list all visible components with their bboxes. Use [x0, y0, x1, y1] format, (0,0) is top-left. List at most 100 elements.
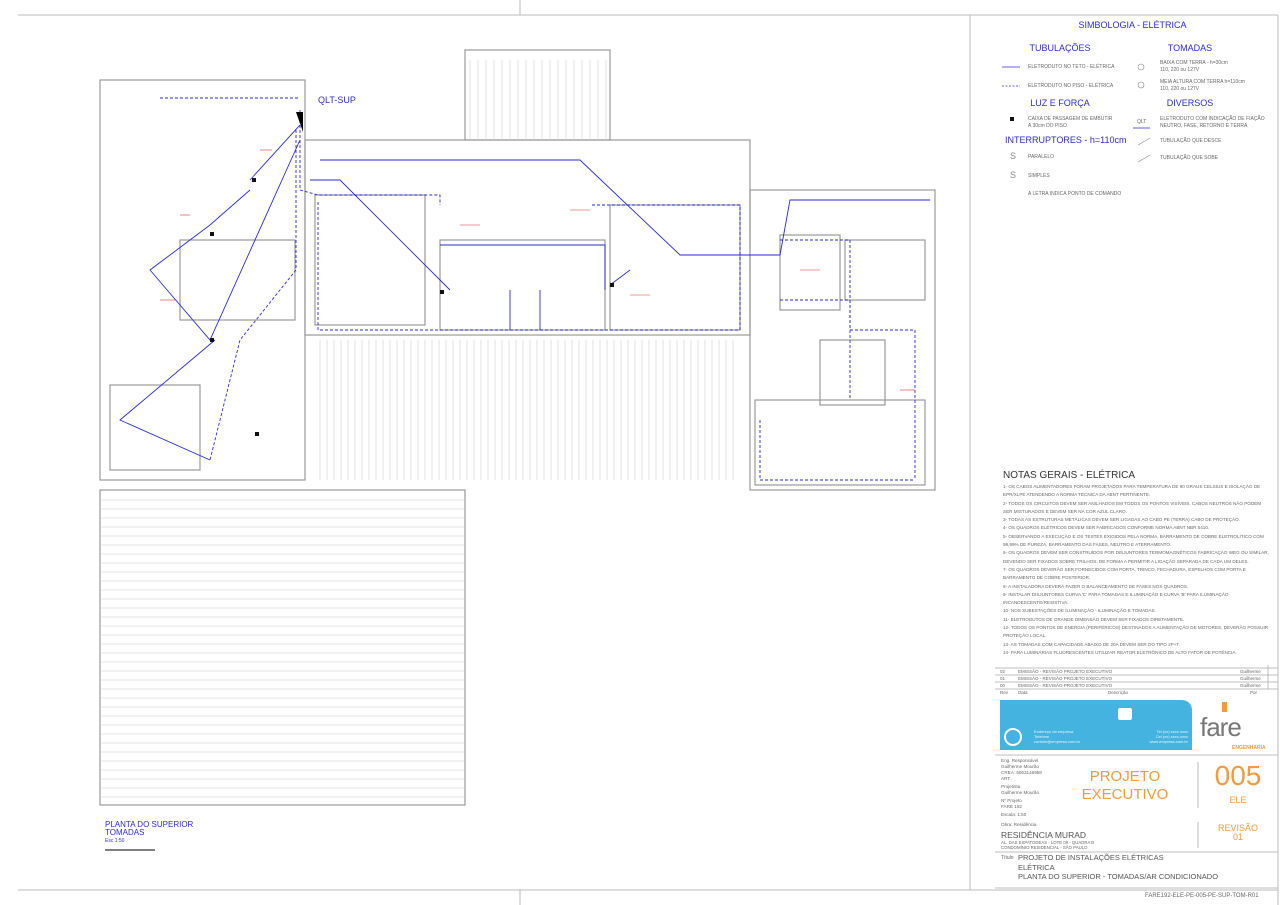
legend-text: ELETRODUTO COM INDICAÇÃO DE FIAÇÃO: [1160, 116, 1265, 122]
revision-by: Guilherme: [1240, 676, 1261, 681]
legend: SIMBOLOGIA - ELÉTRICA: [995, 20, 1270, 30]
file-code: FARE192-ELE-PE-005-PE-SUP-TOM-R01: [1145, 893, 1259, 899]
legend-eletroduto-piso: ELETRODUTO NO PISO - ELÉTRICA: [1028, 83, 1114, 89]
company-line: Telefone: [1034, 734, 1050, 739]
legend-diversos-heading: DIVERSOS: [1166, 98, 1214, 108]
fare-logo-sub: ENGENHARIA: [1232, 745, 1266, 751]
note-item: 4- OS QUADROS ELÉTRICOS DEVEM SER FABRIC…: [1003, 525, 1210, 531]
legend-title: SIMBOLOGIA - ELÉTRICA: [1078, 20, 1187, 30]
general-notes: NOTAS GERAIS - ELÉTRICA 1- OS CABOS ALIM…: [1003, 470, 1271, 657]
fare-logo: fare: [1200, 712, 1242, 742]
revision-desc: EMISSÃO - REVISÃO PROJETO EXECUTIVO: [1018, 683, 1113, 688]
phase-line: EXECUTIVO: [1081, 786, 1169, 803]
note-item: 2- TODOS OS CIRCUITOS DEVEM SER ANILHADO…: [1003, 500, 1262, 514]
legend-text: NEUTRO, FASE, RETORNO E TERRA: [1160, 123, 1248, 129]
banner-logo-icon: [1004, 728, 1022, 746]
revision-desc: EMISSÃO - REVISÃO PROJETO EXECUTIVO: [1018, 676, 1113, 681]
legend-qlt-symbol: QLT: [1137, 119, 1147, 125]
client-address: AL. DAS ESPATODEAS - LOTE 09 - QUADRA B …: [1001, 840, 1094, 850]
client-name: RESIDÊNCIA MURAD: [1001, 830, 1087, 840]
note-item: 12- TODOS OS PONTOS DE ENERGIA (PERIFÉRI…: [1003, 625, 1269, 639]
project-info: Eng. Responsável Guilherme Mourão CREA: …: [1001, 758, 1042, 828]
note-item: 11- ELETRODUTOS DE GRANDE DIMENSÃO DEVEM…: [1003, 616, 1185, 622]
legend-tubulacao-sobe: TUBULAÇÃO QUE SOBE: [1160, 155, 1219, 161]
designer-name: Guilherme Mourão: [1001, 790, 1040, 795]
revision-desc: EMISSÃO - REVISÃO PROJETO EXECUTIVO: [1018, 669, 1113, 674]
revision-header-by: Por: [1250, 690, 1258, 695]
revision-label: REVISÃO: [1217, 823, 1258, 833]
legend-eletroduto-teto: ELETRODUTO NO TETO - ELÉTRICA: [1028, 64, 1115, 70]
engineer-art: ART: [1001, 776, 1011, 781]
legend-text: 110, 220 ou 127V: [1160, 86, 1200, 92]
company-line: contato@empresa.com.br: [1034, 739, 1081, 744]
legend-text: 110, 220 ou 127V: [1160, 67, 1200, 73]
revision-header-desc: Descrição: [1108, 690, 1129, 695]
switch-simple-icon: S: [1010, 170, 1017, 180]
company-banner: Endereço da empresa Telefone contato@emp…: [1000, 700, 1192, 750]
revision-rev: 02: [1000, 669, 1006, 674]
legend-paralelo: PARALELO: [1028, 154, 1055, 160]
revision-rev: 00: [1000, 683, 1006, 688]
company-info-right: Tel (xx) xxxx-xxxx Cel (xx) xxxx-xxxx ww…: [1150, 729, 1188, 744]
plan-scale: Esc 1:50: [105, 838, 125, 844]
legend-letra: A LETRA INDICA PONTO DE COMANDO: [1028, 191, 1122, 197]
engineer-name: Guilherme Mourão: [1001, 764, 1040, 769]
revision-row: 01 EMISSÃO - REVISÃO PROJETO EXECUTIVO Gui…: [1000, 675, 1270, 682]
revision-header: Rev Data Descrição Por: [1000, 689, 1270, 696]
note-item: 1- OS CABOS ALIMENTADORES FORAM PROJETAD…: [1003, 484, 1261, 498]
address-line: CONDOMÍNIO RESIDENCIAL - SÃO PAULO: [1001, 845, 1088, 850]
legend-simples: SIMPLES: [1028, 173, 1050, 179]
revision-rev: 01: [1000, 676, 1006, 681]
title-line: PROJETO DE INSTALAÇÕES ELÉTRICAS: [1018, 853, 1164, 862]
engineer-label: Eng. Responsável: [1001, 758, 1039, 763]
drawing-title: PROJETO DE INSTALAÇÕES ELÉTRICAS ELÉTRIC…: [1018, 853, 1218, 882]
revision-by: Guilherme: [1240, 669, 1261, 674]
company-info-left: Endereço da empresa Telefone contato@emp…: [1034, 729, 1080, 744]
revision-row: 00 EMISSÃO - REVISÃO PROJETO EXECUTIVO Gui…: [1000, 682, 1270, 689]
address-line: AL. DAS ESPATODEAS - LOTE 09 - QUADRA B: [1001, 840, 1095, 845]
legend-text: BAIXA COM TERRA - h=30cm: [1160, 60, 1228, 66]
note-item: 5- OBSERVANDO A EXECUÇÃO E OS TESTES EXI…: [1003, 533, 1264, 548]
legend-text: A 30cm DO PISO: [1028, 123, 1067, 129]
legend-text: MEIA ALTURA COM TERRA h=110cm: [1160, 79, 1245, 85]
title-line: ELÉTRICA: [1018, 862, 1055, 872]
phase-line: PROJETO: [1089, 768, 1161, 785]
title-label: Título: [1001, 855, 1014, 861]
project-no-label: Nº Projeto: [1001, 798, 1022, 803]
company-line: Cel (xx) xxxx-xxxx: [1155, 734, 1188, 739]
legend-interruptores-heading: INTERRUPTORES - h=110cm: [1005, 135, 1127, 145]
plan-title: PLANTA DO SUPERIOR TOMADAS Esc 1:50: [105, 821, 193, 845]
notes-title: NOTAS GERAIS - ELÉTRICA: [1003, 470, 1136, 481]
legend-tomadas-heading: TOMADAS: [1167, 43, 1213, 53]
company-line: Endereço da empresa: [1034, 729, 1074, 734]
project-no: FARE 192: [1001, 804, 1022, 809]
work-label: Obra: Residência: [1001, 822, 1037, 827]
legend-text: CAIXA DE PASSAGEM DE EMBUTIR: [1028, 116, 1113, 122]
note-item: 3- TODAS AS ESTRUTURAS METÁLICAS DEVEM S…: [1003, 517, 1240, 523]
sheet-number: 005: [1214, 760, 1262, 791]
revision-by: Guilherme: [1240, 683, 1261, 688]
banner-square-icon: [1118, 708, 1132, 720]
revision-row: 02 EMISSÃO - REVISÃO PROJETO EXECUTIVO Gui…: [1000, 668, 1270, 675]
plan-subtitle: TOMADAS: [105, 828, 145, 837]
legend-luz-forca-heading: LUZ E FORÇA: [1030, 98, 1090, 108]
revision-header-rev: Rev: [1000, 690, 1009, 695]
company-line: www.empresa.com.br: [1149, 739, 1188, 744]
note-item: 10- NOS SUBESTAÇÕES DE ILUMINAÇÃO - ILUM…: [1003, 608, 1156, 614]
project-phase: PROJETO EXECUTIVO: [1070, 768, 1180, 804]
note-item: 9- INSTALAR DISJUNTORES CURVA 'C' PARA T…: [1003, 591, 1229, 606]
legend-tubulacoes-heading: TUBULAÇÕES: [1029, 43, 1091, 53]
note-item: 13- AS TOMADAS COM CAPACIDADE ABAIXO DE …: [1003, 641, 1180, 647]
note-item: 8- A INSTALADORA DEVERÁ FAZER O BALANCEA…: [1003, 583, 1189, 589]
plan-title-text: PLANTA DO SUPERIOR: [105, 820, 194, 829]
panel-label-qlt-sup: QLT-SUP: [318, 95, 356, 105]
note-item: 14- PARA LUMINÁRIAS FLUORESCENTES UTILIZ…: [1003, 649, 1237, 655]
bulb-icon: [1222, 702, 1227, 712]
notes-list: 1- OS CABOS ALIMENTADORES FORAM PROJETAD…: [1003, 483, 1271, 657]
revision-header-date: Data: [1018, 690, 1028, 695]
